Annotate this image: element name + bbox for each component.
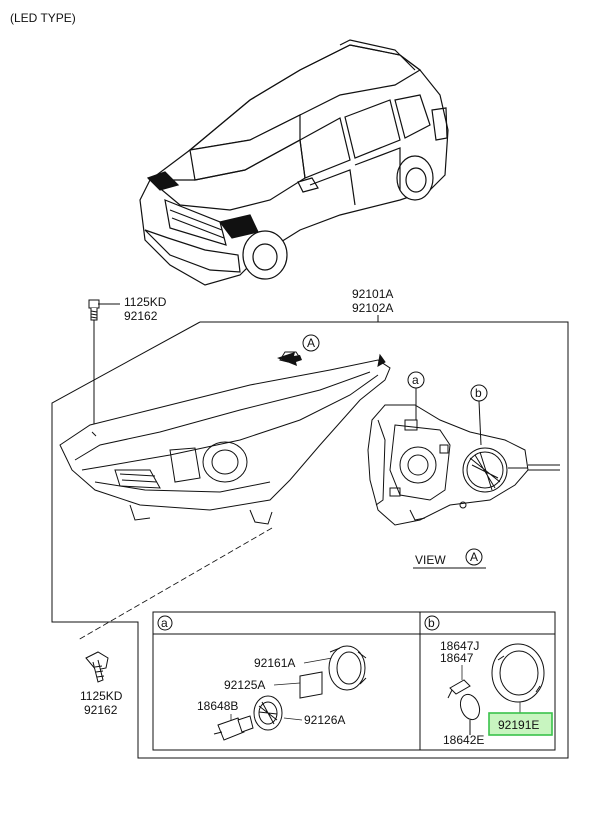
part-18647j-label: 18647J [440, 639, 479, 653]
part-18647-label: 18647 [440, 651, 474, 665]
headlamp-rear-drawing [367, 404, 560, 526]
view-arrow-icon: A [277, 334, 320, 366]
part-92161a-label: 92161A [254, 656, 295, 670]
assembly-part-a: 92101A [352, 287, 393, 301]
headlamp-front-drawing [59, 353, 391, 525]
socket-92126a-icon [253, 695, 283, 731]
part-18642e-label: 18642E [443, 733, 484, 747]
svg-text:a: a [161, 616, 168, 630]
part-92126a-label: 92126A [304, 713, 345, 727]
section-a-tag: a [157, 615, 173, 631]
view-a-label: VIEW A [413, 548, 486, 569]
lamp-cap-icon [328, 645, 367, 691]
bulb-18642e-icon [459, 693, 481, 735]
detail-panel [152, 611, 556, 751]
callout-b: b [470, 384, 488, 446]
top-bolt-part-b: 92162 [124, 309, 158, 323]
assembly-part-b: 92102A [352, 301, 393, 315]
top-bolt-part-a: 1125KD [124, 295, 167, 309]
view-marker-label: A [470, 550, 478, 564]
arrow-marker-label: A [307, 336, 315, 350]
svg-text:b: b [428, 616, 435, 630]
bulb-18648b-icon [213, 715, 254, 741]
assembly-outline [51, 321, 569, 759]
holder-icon [447, 679, 471, 699]
gasket-icon [299, 671, 323, 699]
callout-a-label: a [412, 373, 419, 387]
diagram-title: (LED TYPE) [10, 11, 76, 25]
part-92191e-label[interactable]: 92191E [498, 718, 539, 732]
callout-a: a [407, 371, 425, 420]
top-bolt-icon [88, 299, 120, 321]
car-illustration [139, 39, 449, 286]
bottom-bolt-icon [85, 651, 109, 683]
section-b-tag: b [424, 615, 440, 631]
bottom-bolt-part-b: 92162 [84, 703, 118, 717]
view-label: VIEW [415, 553, 446, 567]
part-18648b-label: 18648B [197, 699, 238, 713]
bottom-bolt-part-a: 1125KD [80, 689, 123, 703]
part-92125a-label: 92125A [224, 678, 265, 692]
callout-b-label: b [475, 386, 482, 400]
highlighted-part-box[interactable] [488, 712, 553, 736]
cap-92191e-icon [491, 643, 545, 703]
